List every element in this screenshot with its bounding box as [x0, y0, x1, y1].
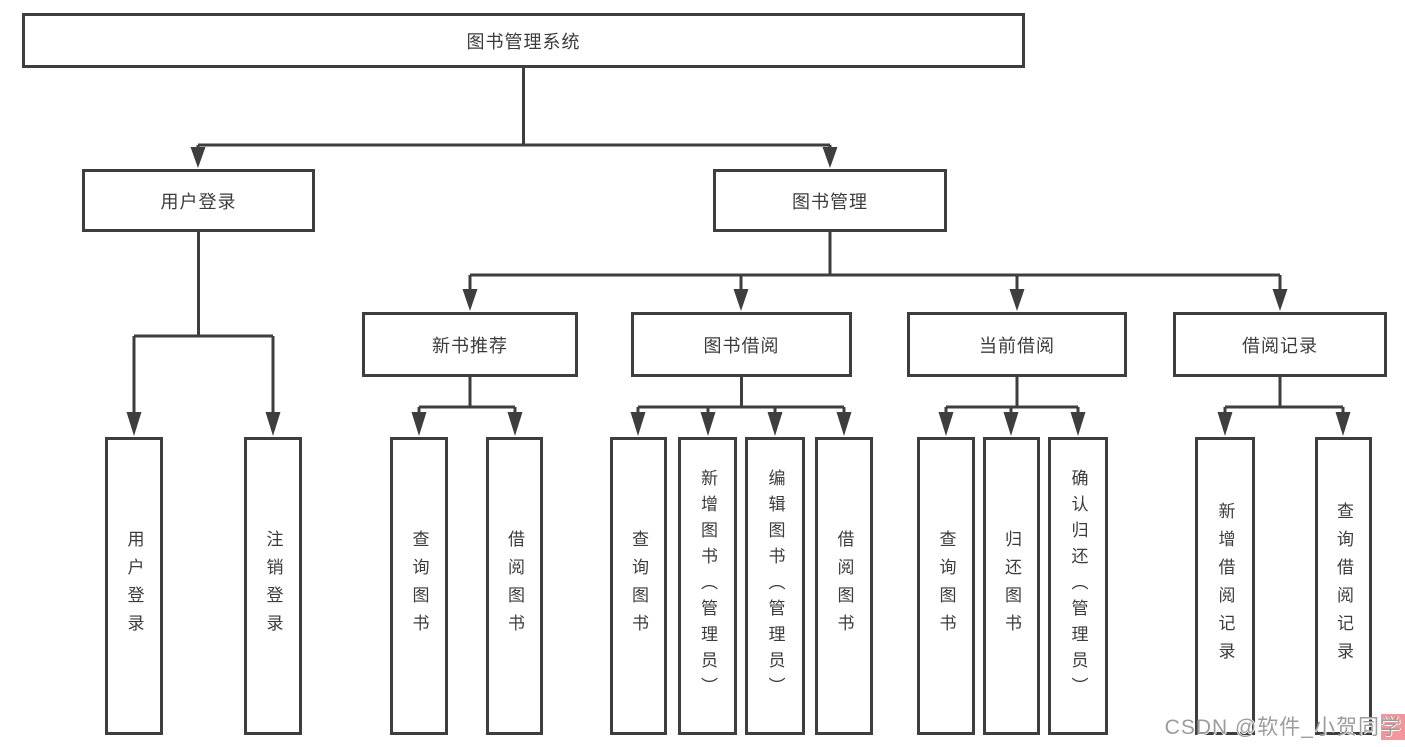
node-bb-add-books-admin-label: 新增图书（管理员）	[698, 469, 717, 703]
node-user-login: 用户登录	[82, 169, 315, 232]
node-cb-confirm-return-admin: 确认归还（管理员）	[1048, 437, 1108, 735]
node-root-label: 图书管理系统	[466, 31, 581, 52]
node-cb-query-books-label: 查询图书	[936, 530, 956, 642]
node-br-add-record: 新增借阅记录	[1195, 437, 1255, 735]
node-borrowing-records: 借阅记录	[1173, 312, 1387, 377]
node-bb-query-books: 查询图书	[610, 437, 667, 735]
arrowhead-icons	[126, 147, 1351, 436]
node-root: 图书管理系统	[22, 13, 1025, 68]
node-new-book-recommendation-label: 新书推荐	[432, 335, 508, 356]
node-br-query-record: 查询借阅记录	[1315, 437, 1372, 735]
node-nb-query-books: 查询图书	[390, 437, 448, 735]
node-book-management: 图书管理	[713, 169, 947, 232]
node-cb-query-books: 查询图书	[917, 437, 975, 735]
node-current-borrowing-label: 当前借阅	[979, 335, 1055, 356]
watermark-text: CSDN @软件_小贺同学	[1164, 716, 1402, 739]
node-book-borrowing-label: 图书借阅	[703, 335, 780, 356]
node-book-borrowing: 图书借阅	[631, 312, 852, 377]
node-cb-return-books-label: 归还图书	[1002, 530, 1021, 642]
node-user-login-label: 用户登录	[160, 191, 237, 212]
node-bb-edit-books-admin: 编辑图书（管理员）	[745, 437, 805, 735]
node-book-management-label: 图书管理	[792, 191, 868, 212]
node-bb-borrow-books-label: 借阅图书	[834, 530, 854, 642]
watermark: CSDN @软件_小贺同学	[1165, 711, 1402, 741]
node-bb-borrow-books: 借阅图书	[815, 437, 873, 735]
node-nb-borrow-books-label: 借阅图书	[505, 530, 524, 642]
node-cb-return-books: 归还图书	[983, 437, 1040, 735]
node-borrowing-records-label: 借阅记录	[1242, 335, 1318, 356]
node-cb-confirm-return-admin-label: 确认归还（管理员）	[1068, 469, 1088, 703]
node-br-add-record-label: 新增借阅记录	[1215, 502, 1235, 670]
node-bb-edit-books-admin-label: 编辑图书（管理员）	[765, 469, 785, 703]
watermark-accent	[1381, 714, 1405, 740]
node-br-query-record-label: 查询借阅记录	[1334, 502, 1353, 670]
node-nb-query-books-label: 查询图书	[409, 530, 429, 642]
node-logout: 注销登录	[244, 437, 302, 735]
node-logout-label: 注销登录	[263, 530, 283, 642]
node-user-login-leaf: 用户登录	[105, 437, 163, 735]
node-user-login-leaf-label: 用户登录	[124, 530, 144, 642]
node-nb-borrow-books: 借阅图书	[486, 437, 543, 735]
node-bb-query-books-label: 查询图书	[629, 530, 648, 642]
node-current-borrowing: 当前借阅	[907, 312, 1127, 377]
node-new-book-recommendation: 新书推荐	[362, 312, 578, 377]
node-bb-add-books-admin: 新增图书（管理员）	[678, 437, 737, 735]
